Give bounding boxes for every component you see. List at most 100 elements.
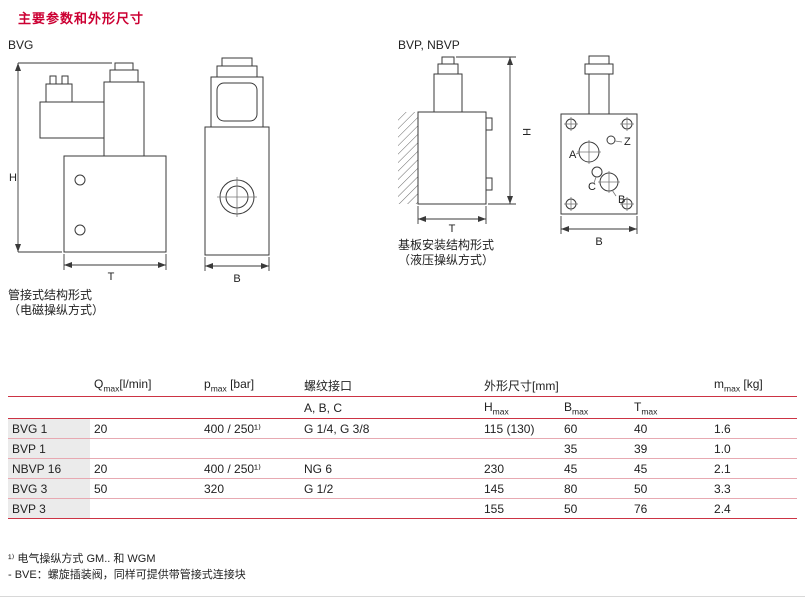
bvg-t-dimension: T [63, 254, 167, 283]
bvg-dim-t-label: T [108, 271, 115, 283]
nbvp-dim-b-label: B [595, 236, 602, 248]
cell-tmax: 76 [630, 498, 711, 520]
cell-qmax: 20 [90, 458, 200, 480]
bvg-side-valve-body [39, 62, 167, 253]
cell-bmax: 50 [560, 498, 630, 520]
pmax-base: p [204, 377, 211, 392]
cell-pmax [200, 438, 300, 460]
cell-qmax: 50 [90, 478, 200, 500]
row-label: BVG 3 [8, 478, 90, 500]
cell-pmax: 400 / 250¹⁾ [200, 458, 300, 480]
cell-tmax: 50 [630, 478, 711, 500]
table-row-bvp1: BVP 1 35 39 1.0 [8, 438, 798, 460]
caption-bvg-line2: （电磁操纵方式） [8, 303, 105, 317]
cell-pmax: 400 / 250¹⁾ [200, 418, 300, 440]
bvp-t-dimension: T [417, 206, 487, 235]
parameter-table: Qmax[l/min] pmax [bar] 螺纹接口 外形尺寸[mm] mma… [8, 374, 798, 520]
bvg-dim-h-label: H [9, 172, 17, 184]
port-b-label: B [618, 194, 625, 206]
header-dimensions: 外形尺寸[mm] [480, 374, 711, 397]
nbvp-valve-body [560, 55, 638, 215]
cell-thread: NG 6 [300, 458, 480, 480]
bvg-front-view-drawing: B [204, 57, 270, 285]
cell-thread [300, 498, 480, 520]
cell-hmax: 115 (130) [480, 418, 560, 440]
row-label: BVG 1 [8, 418, 90, 440]
cell-mmax: 2.4 [710, 498, 798, 520]
header-thread-ports: A, B, C [300, 396, 480, 420]
header-thread: 螺纹接口 [300, 374, 480, 397]
qmax-sub: max [103, 383, 120, 394]
cell-hmax: 145 [480, 478, 560, 500]
cell-bmax: 60 [560, 418, 630, 440]
hmax-sub: max [492, 406, 509, 417]
cell-tmax: 40 [630, 418, 711, 440]
row-label: BVP 1 [8, 438, 90, 460]
nbvp-b-dimension: B [560, 216, 638, 248]
bottom-rule [0, 596, 805, 597]
nbvp-front-view-drawing: A Z C B B [560, 55, 638, 248]
table-row-bvg1: BVG 1 20 400 / 250¹⁾ G 1/4, G 3/8 115 (1… [8, 418, 798, 440]
table-row-bvp3: BVP 3 155 50 76 2.4 [8, 498, 798, 520]
mmax-base: m [714, 377, 725, 392]
cell-tmax: 39 [630, 438, 711, 460]
cell-mmax: 2.1 [710, 458, 798, 480]
cell-mmax: 3.3 [710, 478, 798, 500]
table-header-row-1: Qmax[l/min] pmax [bar] 螺纹接口 外形尺寸[mm] mma… [8, 374, 798, 397]
caption-bvp-line1: 基板安装结构形式 [398, 238, 495, 252]
cell-hmax: 230 [480, 458, 560, 480]
page-title: 主要参数和外形尺寸 [18, 11, 145, 26]
bvp-dim-t-label: T [449, 223, 456, 235]
header-empty [8, 374, 90, 397]
cell-mmax: 1.0 [710, 438, 798, 460]
cell-qmax [90, 498, 200, 520]
cell-bmax: 80 [560, 478, 630, 500]
figure-label-bvp: BVP, NBVP [398, 38, 460, 52]
header-empty [200, 396, 300, 420]
hmax-base: H [484, 400, 493, 414]
table-row-nbvp16: NBVP 16 20 400 / 250¹⁾ NG 6 230 45 45 2.… [8, 458, 798, 480]
figure-label-bvg: BVG [8, 38, 34, 52]
tmax-sub: max [641, 406, 658, 417]
mmax-sub: max [724, 383, 741, 394]
bvp-h-dimension: H [456, 56, 532, 205]
bvg-side-view-drawing: H T [9, 62, 167, 283]
bvg-h-dimension: H [9, 62, 112, 253]
port-c-label: C [588, 181, 596, 193]
port-z-label: Z [624, 136, 631, 148]
cell-hmax [480, 438, 560, 460]
tmax-base: T [634, 400, 642, 414]
bvp-dim-h-label: H [520, 128, 532, 136]
mmax-unit: [kg] [740, 377, 763, 392]
bvp-side-valve-body [398, 56, 493, 205]
header-mmax: mmax [kg] [710, 374, 798, 397]
qmax-base: Q [94, 377, 104, 392]
bmax-base: B [564, 400, 573, 414]
footnote-1: ¹⁾ 电气操纵方式 GM.. 和 WGM [8, 553, 156, 565]
cell-thread: G 1/4, G 3/8 [300, 418, 480, 440]
caption-bvp: 基板安装结构形式 （液压操纵方式） [398, 238, 494, 268]
header-tmax: Tmax [630, 396, 711, 420]
bvg-b-dimension: B [204, 257, 270, 285]
cell-hmax: 155 [480, 498, 560, 520]
port-a-label: A [569, 149, 577, 161]
pmax-unit: [bar] [226, 377, 255, 392]
header-empty [8, 396, 90, 420]
pmax-sub: max [210, 383, 227, 394]
cell-tmax: 45 [630, 458, 711, 480]
cell-thread [300, 438, 480, 460]
table-header-row-2: A, B, C Hmax Bmax Tmax [8, 396, 798, 420]
mounting-wall-hatch [398, 112, 418, 204]
header-empty [90, 396, 200, 420]
bvg-dim-b-label: B [233, 273, 240, 285]
header-empty [710, 396, 798, 420]
cell-bmax: 35 [560, 438, 630, 460]
cell-pmax [200, 498, 300, 520]
caption-bvg: 管接式结构形式 （电磁操纵方式） [8, 288, 104, 318]
header-pmax: pmax [bar] [200, 374, 300, 397]
bvp-side-view-drawing: H T [398, 56, 532, 235]
cell-thread: G 1/2 [300, 478, 480, 500]
qmax-unit: [l/min] [119, 377, 152, 392]
table-row-bvg3: BVG 3 50 320 G 1/2 145 80 50 3.3 [8, 478, 798, 500]
